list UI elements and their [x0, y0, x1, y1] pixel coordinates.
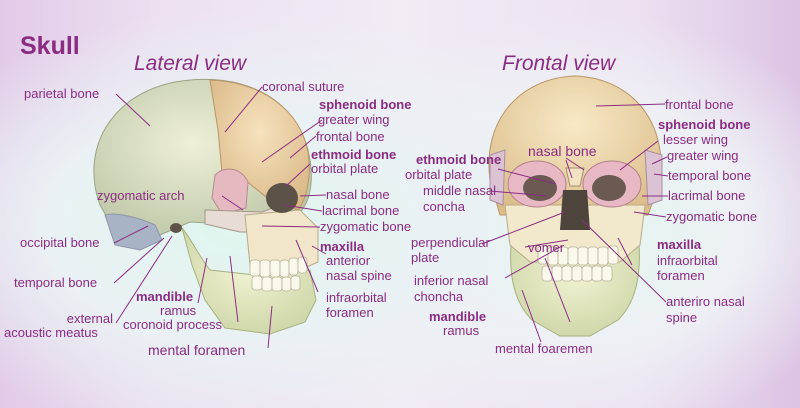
label-external: external [66, 311, 113, 326]
label-concha: concha [423, 199, 465, 214]
label-maxilla-frontal: maxilla [657, 237, 702, 252]
frontal-view-heading: Frontal view [502, 52, 616, 75]
label-frontal-bone: frontal bone [665, 97, 734, 112]
lateral-view-heading: Lateral view [134, 52, 247, 75]
label-ramus-frontal: ramus [443, 323, 480, 338]
lateral-orbit [266, 183, 298, 213]
label-coronal-suture: coronal suture [262, 79, 345, 94]
label-sphenoid-bone-lateral: sphenoid bone [319, 97, 412, 112]
label-nasal-bone-frontal: nasal bone [528, 143, 597, 159]
label-vomer: vomer [528, 240, 565, 255]
frontal-temporal-right [644, 149, 663, 206]
label-orbital-plate-lateral: orbital plate [311, 161, 379, 176]
label-ramus-lateral: ramus [160, 303, 197, 318]
label-frontal-bone-lateral: frontal bone [316, 129, 385, 144]
leader-lines [113, 86, 669, 349]
label-infraorbital-lateral: infraorbital [326, 290, 387, 305]
label-greater-wing-lateral: greater wing [318, 112, 390, 127]
frontal-teeth [537, 245, 619, 282]
label-coronoid-process: coronoid process [123, 317, 222, 332]
label-nasal-bone-lateral: nasal bone [326, 187, 390, 202]
lateral-sphenoid [211, 168, 249, 215]
label-lacrimal-bone-frontal: lacrimal bone [668, 188, 746, 203]
label-orbital-plate-frontal: orbital plate [405, 167, 473, 182]
label-perpendicular: perpendicular [411, 235, 490, 250]
label-maxilla-lateral: maxilla [320, 239, 365, 254]
label-temporal-bone-lateral: temporal bone [14, 275, 98, 290]
label-occipital-bone: occipital bone [20, 235, 100, 250]
lateral-occipital [104, 213, 163, 251]
label-lesser-wing: lesser wing [663, 132, 729, 147]
label-ethmoid-bone-frontal: ethmoid bone [416, 152, 502, 167]
label-temporal-bone-frontal: temporal bone [668, 168, 752, 183]
label-mental-foaremen: mental foaremen [495, 341, 593, 356]
lateral-ear-canal [170, 223, 182, 233]
label-sphenoid-bone-frontal: sphenoid bone [658, 117, 751, 132]
label-anterior: anterior [326, 253, 371, 268]
label-mental-foramen: mental foramen [148, 342, 246, 358]
lateral-mandible [181, 227, 317, 335]
label-ethmoid-bone-lateral: ethmoid bone [311, 147, 397, 162]
lateral-skull [93, 78, 319, 335]
label-spine: spine [666, 310, 698, 325]
label-acoustic-meatus: acoustic meatus [4, 325, 98, 340]
label-infraorbital-frontal: infraorbital [657, 253, 718, 268]
label-choncha: choncha [414, 289, 464, 304]
label-zygomatic-bone-frontal: zygomatic bone [666, 209, 758, 224]
label-nasal-spine: nasal spine [326, 268, 392, 283]
label-lacrimal-bone-lateral: lacrimal bone [322, 203, 400, 218]
label-parietal-bone: parietal bone [24, 86, 100, 101]
frontal-skull [488, 75, 663, 337]
label-anteriro-nasal: anteriro nasal [666, 294, 745, 309]
label-inferior-nasal: inferior nasal [414, 273, 489, 288]
label-foramen-lateral: foramen [326, 305, 374, 320]
label-mandible-lateral: mandible [136, 289, 194, 304]
label-greater-wing-frontal: greater wing [667, 148, 739, 163]
diagram-title: Skull [20, 32, 80, 60]
label-middle-nasal: middle nasal [423, 183, 496, 198]
lateral-teeth [249, 256, 308, 292]
label-plate: plate [411, 250, 440, 265]
label-zygomatic-bone-lateral: zygomatic bone [320, 219, 412, 234]
label-mandible-frontal: mandible [429, 309, 487, 324]
label-zygomatic-arch: zygomatic arch [97, 188, 185, 203]
label-foramen-frontal: foramen [657, 268, 705, 283]
